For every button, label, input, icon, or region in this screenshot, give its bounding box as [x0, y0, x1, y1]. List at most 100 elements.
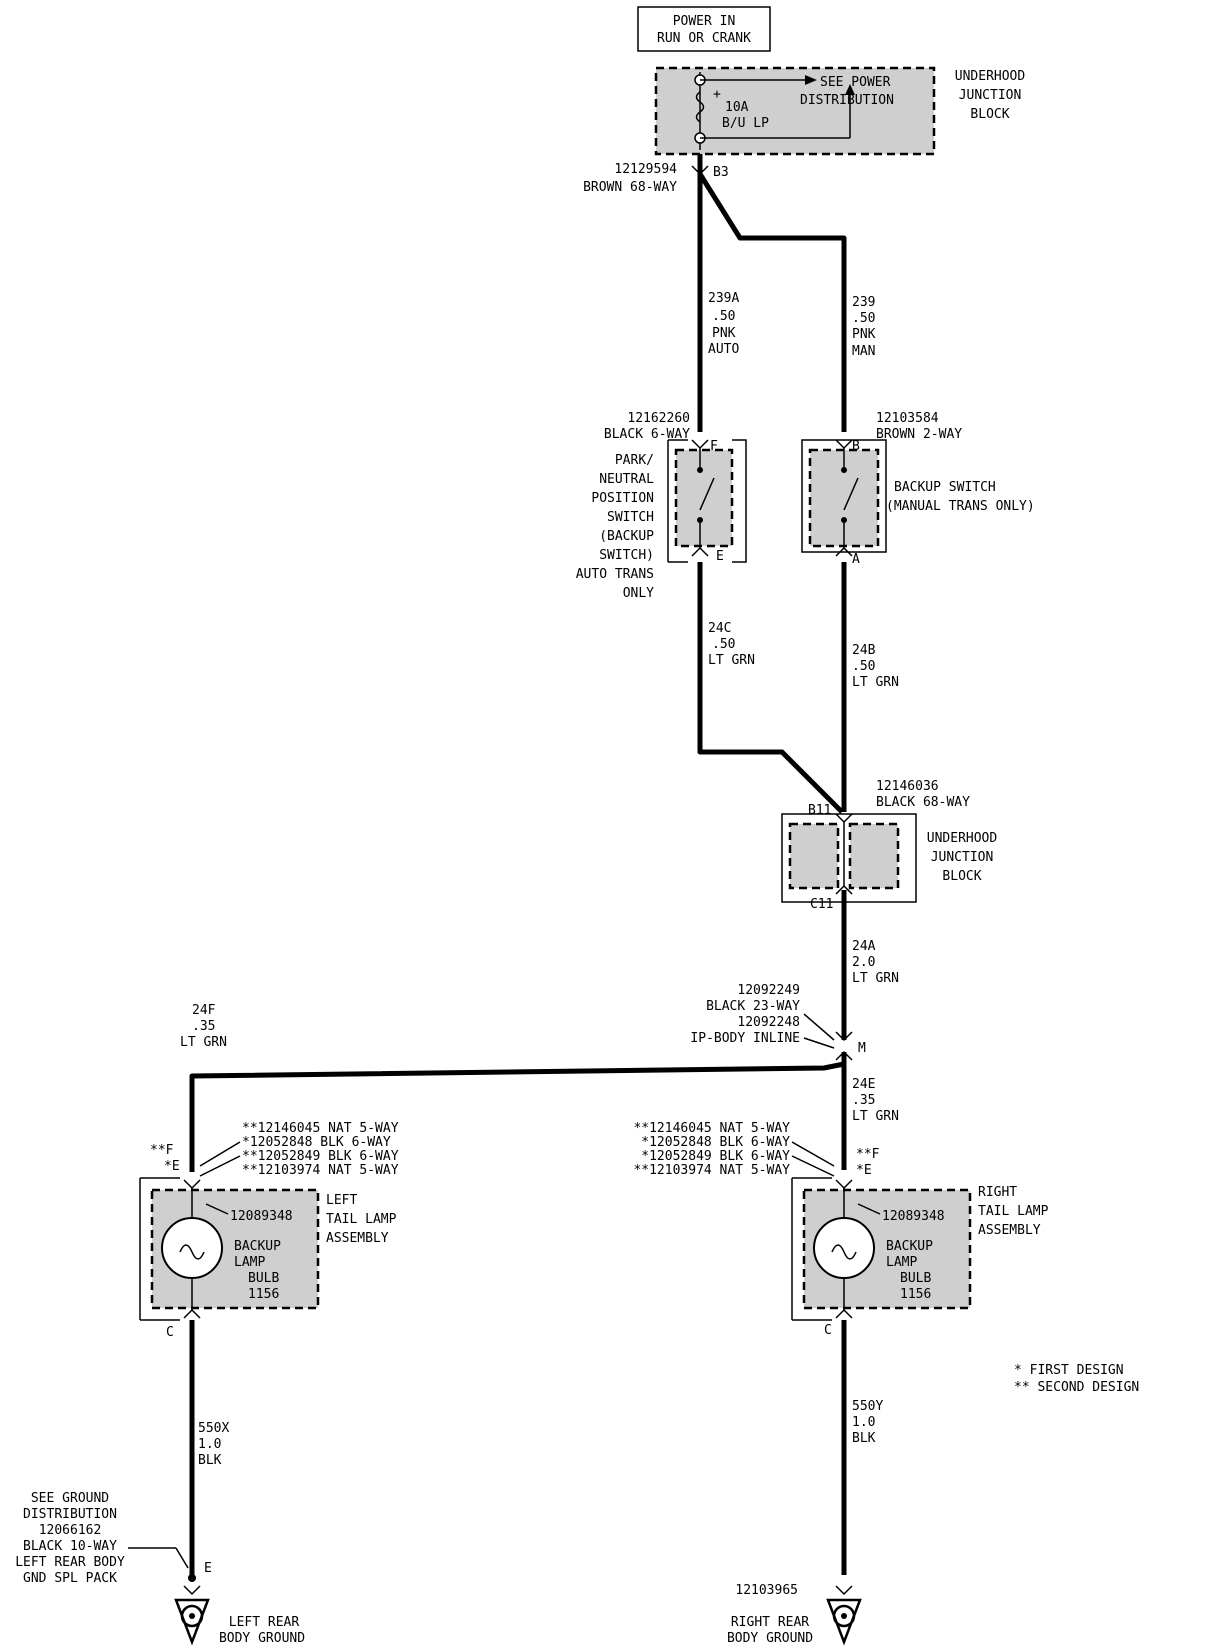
inline-m-desc1: BLACK 23-WAY — [706, 999, 800, 1014]
inline-m-pin: M — [858, 1041, 866, 1056]
ground-ref-line2: DISTRIBUTION — [23, 1507, 117, 1522]
wire-239a-note: AUTO — [708, 342, 739, 357]
legend-second-design: ** SECOND DESIGN — [1014, 1380, 1139, 1395]
left-lamp-label-2: TAIL LAMP — [326, 1212, 397, 1227]
left-tail-lamp-assembly: **12146045 NAT 5-WAY *12052848 BLK 6-WAY… — [139, 1121, 399, 1340]
wire-239-label: 239 .50 PNK MAN — [852, 295, 876, 359]
b3-pin: B3 — [713, 165, 729, 180]
backup-switch-pin-b: B — [852, 439, 860, 454]
right-lamp-socket: 12089348 — [882, 1209, 945, 1224]
fuse-junction-block: + 10A B/U LP SEE POWER DISTRIBUTION UNDE… — [654, 66, 1025, 156]
top-block-label2: JUNCTION — [959, 88, 1022, 103]
right-lamp-pin-f: **F — [856, 1147, 880, 1162]
left-lamp-pin-e: *E — [164, 1159, 180, 1174]
wire-550x-size: 1.0 — [198, 1437, 221, 1452]
wire-24a-label: 24A 2.0 LT GRN — [852, 939, 899, 986]
pn-switch-label-3: POSITION — [591, 491, 654, 506]
wire-239-color: PNK — [852, 327, 876, 342]
right-ground-symbol: 12103965 RIGHT REAR BODY GROUND — [727, 1583, 862, 1646]
wire-24e-size: .35 — [852, 1093, 875, 1108]
right-lamp-conn4: **12103974 NAT 5-WAY — [633, 1163, 790, 1178]
left-lamp-bulb-4: 1156 — [248, 1287, 279, 1302]
wire-239-note: MAN — [852, 344, 875, 359]
pn-switch-label-1: PARK/ — [615, 453, 654, 468]
wire-24f-circuit: 24F — [192, 1003, 216, 1018]
see-power-line1: SEE POWER — [820, 75, 891, 90]
right-lamp-label-1: RIGHT — [978, 1185, 1017, 1200]
junction-2-pin-b11: B11 — [808, 803, 831, 818]
right-lamp-conn1: **12146045 NAT 5-WAY — [633, 1121, 790, 1136]
wire-24e-label: 24E .35 LT GRN — [852, 1077, 899, 1124]
top-block-label3: BLOCK — [970, 107, 1009, 122]
power-in-box: POWER IN RUN OR CRANK — [637, 6, 771, 52]
wire-550y-color: BLK — [852, 1431, 876, 1446]
junction-2-desc: BLACK 68-WAY — [876, 795, 970, 810]
wire-239-path — [697, 172, 847, 432]
junction-2-label-1: UNDERHOOD — [927, 831, 998, 846]
wire-239-size: .50 — [852, 311, 875, 326]
underhood-junction-block-2: 12146036 BLACK 68-WAY B11 C11 UNDERHOOD … — [781, 779, 998, 912]
left-lamp-conn4: **12103974 NAT 5-WAY — [242, 1163, 399, 1178]
wire-24c-label: 24C .50 LT GRN — [708, 621, 755, 668]
pn-switch-desc: BLACK 6-WAY — [604, 427, 690, 442]
legend-first-design: * FIRST DESIGN — [1014, 1363, 1124, 1378]
wire-24e-circuit: 24E — [852, 1077, 875, 1092]
pn-switch-pin-f: F — [710, 439, 718, 454]
backup-switch: 12103584 BROWN 2-WAY B A BACKUP SWITCH (… — [801, 411, 1035, 567]
left-lamp-bulb-3: BULB — [248, 1271, 279, 1286]
pn-switch-label-8: ONLY — [623, 586, 654, 601]
pn-switch-pin-e: E — [716, 549, 724, 564]
wire-24b-circuit: 24B — [852, 643, 876, 658]
ground-ref-pin-e: E — [204, 1561, 212, 1576]
wire-24c-color: LT GRN — [708, 653, 755, 668]
pn-switch-label-2: NEUTRAL — [599, 472, 654, 487]
junction-2-label-3: BLOCK — [942, 869, 981, 884]
wire-24b-size: .50 — [852, 659, 875, 674]
wire-24f-label: 24F .35 LT GRN — [180, 1003, 227, 1050]
backup-switch-label-1: BACKUP SWITCH — [894, 480, 996, 495]
pn-switch-label-4: SWITCH — [607, 510, 654, 525]
wire-239a-size: .50 — [712, 309, 735, 324]
see-power-line2: DISTRIBUTION — [800, 93, 894, 108]
right-ground-part: 12103965 — [735, 1583, 798, 1598]
inline-m-part1: 12092249 — [737, 983, 800, 998]
backup-switch-pin-a: A — [852, 552, 860, 567]
inline-m-desc2: IP-BODY INLINE — [690, 1031, 800, 1046]
right-ground-line2: BODY GROUND — [727, 1631, 813, 1646]
right-lamp-conn2: *12052848 BLK 6-WAY — [641, 1135, 790, 1150]
wire-550y-label: 550Y 1.0 BLK — [852, 1399, 883, 1446]
left-ground-line2: BODY GROUND — [219, 1631, 305, 1646]
right-ground-line1: RIGHT REAR — [731, 1615, 809, 1630]
left-lamp-pin-c: C — [166, 1325, 174, 1340]
wire-24a-size: 2.0 — [852, 955, 875, 970]
left-lamp-bulb-1: BACKUP — [234, 1239, 281, 1254]
left-lamp-socket: 12089348 — [230, 1209, 293, 1224]
left-lamp-label-3: ASSEMBLY — [326, 1231, 389, 1246]
wire-550x-circuit: 550X — [198, 1421, 229, 1436]
wire-24f-size: .35 — [192, 1019, 215, 1034]
wire-239-circuit: 239 — [852, 295, 875, 310]
ground-ref-line4: BLACK 10-WAY — [23, 1539, 117, 1554]
wire-239a-circuit: 239A — [708, 291, 739, 306]
wire-24c-path — [697, 562, 844, 814]
park-neutral-switch: 12162260 BLACK 6-WAY F E PARK/ NEUTRAL P… — [576, 411, 747, 601]
right-lamp-pin-e: *E — [856, 1163, 872, 1178]
left-lamp-conn1: **12146045 NAT 5-WAY — [242, 1121, 399, 1136]
left-lamp-label-1: LEFT — [326, 1193, 357, 1208]
b3-desc: BROWN 68-WAY — [583, 180, 677, 195]
pn-switch-part: 12162260 — [627, 411, 690, 426]
right-lamp-bulb-4: 1156 — [900, 1287, 931, 1302]
fuse-plus: + — [713, 87, 721, 102]
right-lamp-pin-c: C — [824, 1323, 832, 1338]
left-lamp-conn2: *12052848 BLK 6-WAY — [242, 1135, 391, 1150]
wire-550x-color: BLK — [198, 1453, 222, 1468]
left-ground-line1: LEFT REAR — [229, 1615, 300, 1630]
inline-connector-m: 12092249 BLACK 23-WAY 12092248 IP-BODY I… — [690, 983, 866, 1061]
b3-part: 12129594 — [614, 162, 677, 177]
right-lamp-label-2: TAIL LAMP — [978, 1204, 1049, 1219]
design-legend: * FIRST DESIGN ** SECOND DESIGN — [1014, 1363, 1139, 1395]
junction-2-label-2: JUNCTION — [931, 850, 994, 865]
wire-24a-color: LT GRN — [852, 971, 899, 986]
wire-24a-circuit: 24A — [852, 939, 876, 954]
